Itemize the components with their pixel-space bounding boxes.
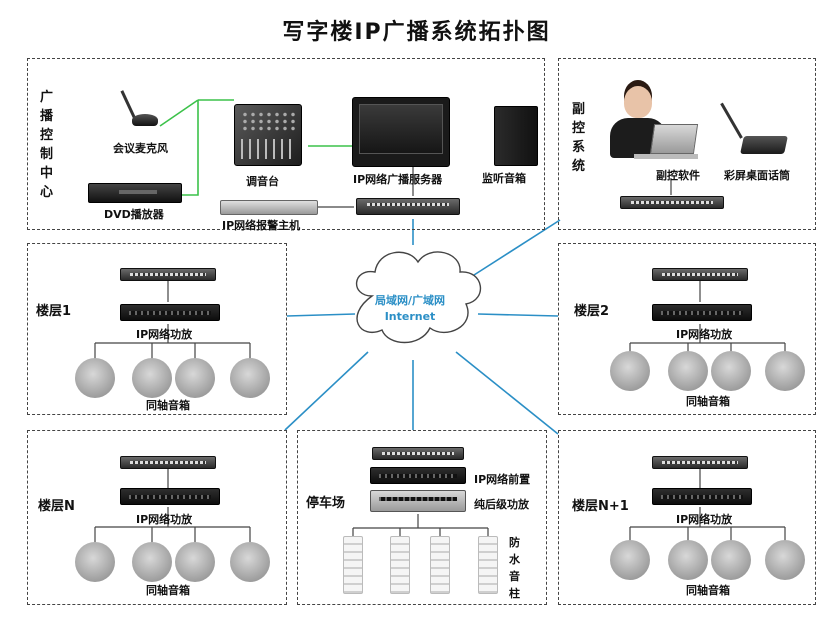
desk-mic-label: 彩屏桌面话筒	[724, 169, 790, 182]
floor2-speaker-4	[765, 351, 805, 391]
floor2-speaker-1	[610, 351, 650, 391]
conference-mic-label: 会议麦克风	[113, 142, 168, 155]
control-center-panel	[27, 58, 545, 230]
floorN-speaker-1	[75, 542, 115, 582]
floor2-panel	[558, 243, 816, 415]
link-floorN	[284, 351, 369, 431]
column-speaker-4	[478, 536, 498, 594]
link-sub-control	[473, 219, 561, 276]
network-line2: Internet	[384, 310, 436, 323]
floor1-speaker-4	[230, 358, 270, 398]
floorN1-speaker-4	[765, 540, 805, 580]
sub-switch-icon	[620, 196, 724, 209]
parking-preamp-icon	[370, 467, 466, 484]
floorN1-speakers-label: 同轴音箱	[686, 584, 730, 597]
monitor-speaker-label: 监听音箱	[482, 172, 526, 185]
floor2-speakers-label: 同轴音箱	[686, 395, 730, 408]
broadcast-server-label: IP网络广播服务器	[353, 173, 443, 186]
floorN-speaker-2	[132, 542, 172, 582]
sub-control-label: 副控系统	[572, 102, 586, 174]
desk-mic-icon	[720, 98, 792, 160]
parking-label: 停车场	[306, 496, 346, 511]
floor1-label: 楼层1	[36, 304, 72, 319]
sub-control-software-label: 副控软件	[656, 169, 700, 182]
floor1-amp-icon	[120, 304, 220, 321]
parking-preamp-label: IP网络前置	[474, 473, 531, 486]
network-cloud-shape	[355, 251, 482, 344]
floor1-switch-icon	[120, 268, 216, 281]
floorN-speaker-3	[175, 542, 215, 582]
column-speaker-2	[390, 536, 410, 594]
floor1-speakers-label: 同轴音箱	[146, 399, 190, 412]
column-speakers-label: 防水音柱	[509, 536, 520, 600]
conference-mic-icon	[120, 88, 162, 130]
link-floor1	[286, 313, 356, 317]
floor1-speaker-3	[175, 358, 215, 398]
floor2-amp-label: IP网络功放	[676, 328, 733, 341]
floorN-speakers-label: 同轴音箱	[146, 584, 190, 597]
floorN-amp-label: IP网络功放	[136, 513, 193, 526]
floor1-panel	[27, 243, 287, 415]
column-speaker-3	[430, 536, 450, 594]
network-label: 局域网/广域网 Internet	[360, 292, 460, 323]
link-floor2	[477, 313, 559, 317]
audio-mic-mixer	[159, 99, 199, 127]
floorN1-switch-icon	[652, 456, 748, 469]
floor2-label: 楼层2	[574, 304, 610, 319]
floor2-amp-icon	[652, 304, 752, 321]
parking-postamp-icon	[370, 490, 466, 512]
core-switch-icon	[356, 198, 460, 215]
broadcast-server-icon	[352, 97, 450, 167]
dvd-player-icon	[88, 183, 182, 203]
floorN-panel	[27, 430, 287, 605]
floor2-speaker-3	[711, 351, 751, 391]
audio-dvd-mixer	[178, 100, 199, 196]
floorN1-amp-icon	[652, 488, 752, 505]
floorN1-amp-label: IP网络功放	[676, 513, 733, 526]
floor1-speaker-2	[132, 358, 172, 398]
mixer-icon	[234, 104, 302, 166]
column-speaker-1	[343, 536, 363, 594]
floorN-amp-icon	[120, 488, 220, 505]
diagram-title: 写字楼IP广播系统拓扑图	[282, 20, 551, 45]
alarm-host-label: IP网络报警主机	[222, 219, 301, 232]
floor1-speaker-1	[75, 358, 115, 398]
monitor-speaker-icon	[494, 106, 538, 166]
floor2-switch-icon	[652, 268, 748, 281]
operator-workstation-icon	[604, 80, 699, 164]
mixer-label: 调音台	[246, 175, 279, 188]
alarm-host-icon	[220, 200, 318, 215]
dvd-player-label: DVD播放器	[104, 208, 164, 221]
floorN-label: 楼层N	[38, 499, 75, 514]
floorN1-label: 楼层N+1	[572, 499, 629, 514]
sub-control-panel	[558, 58, 816, 230]
floor1-amp-label: IP网络功放	[136, 328, 193, 341]
parking-postamp-label: 纯后级功放	[474, 498, 529, 511]
floor2-speaker-2	[668, 351, 708, 391]
parking-panel	[297, 430, 547, 605]
parking-switch-icon	[372, 447, 464, 460]
floorN1-speaker-1	[610, 540, 650, 580]
control-center-label: 广播控制中心	[40, 90, 54, 200]
floorN1-speaker-2	[668, 540, 708, 580]
floorN-speaker-4	[230, 542, 270, 582]
floorN-switch-icon	[120, 456, 216, 469]
floorN1-speaker-3	[711, 540, 751, 580]
floorN1-panel	[558, 430, 816, 605]
network-line1: 局域网/广域网	[374, 294, 446, 307]
link-floorN1	[455, 351, 559, 435]
